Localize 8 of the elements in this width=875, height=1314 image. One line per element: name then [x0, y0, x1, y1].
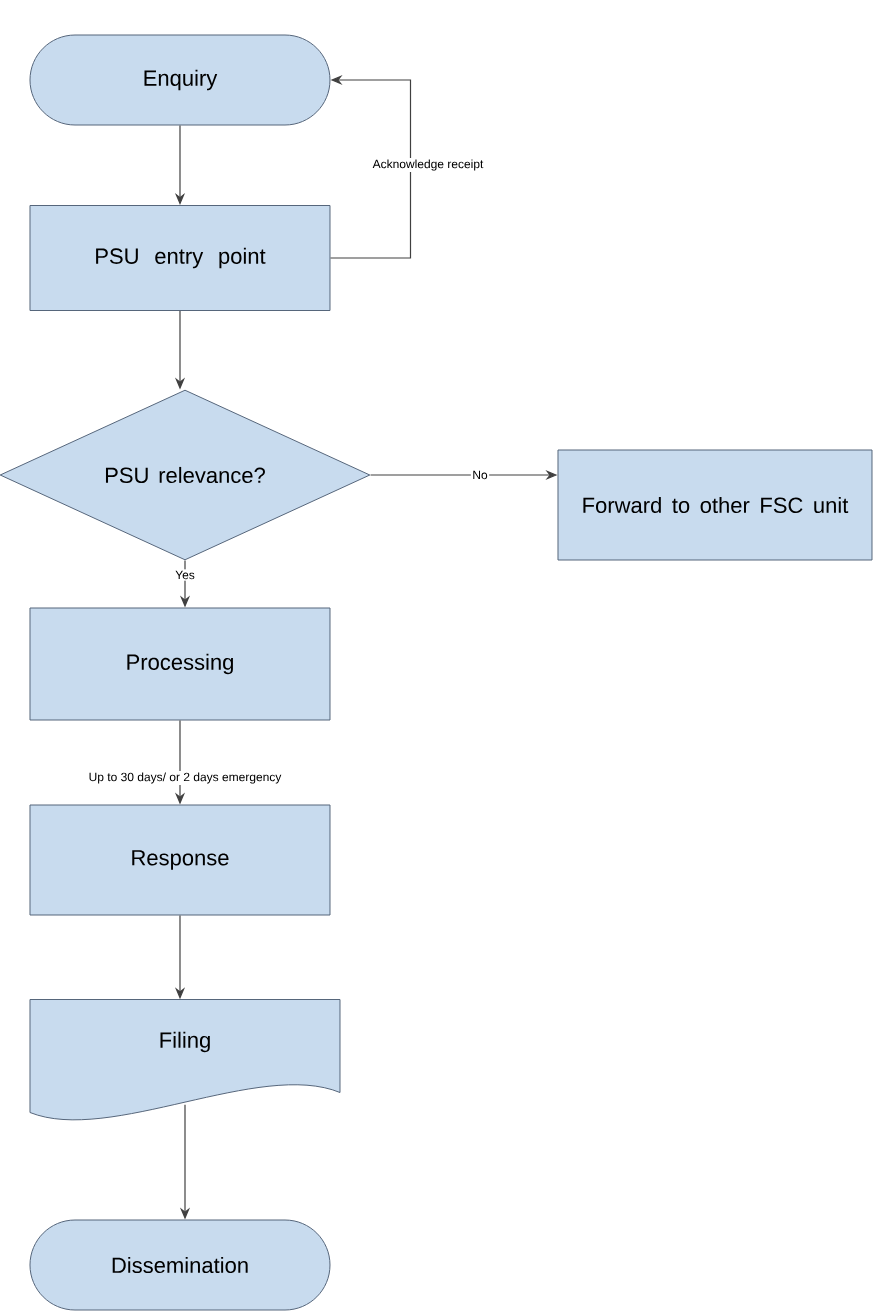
edge-label: Acknowledge receipt — [371, 157, 485, 173]
process-box: Response — [29, 804, 331, 916]
edge-label: Yes — [173, 569, 197, 581]
process-box: PSU entry point — [29, 205, 331, 311]
edge-label: No — [470, 469, 490, 481]
process-box: Processing — [29, 607, 331, 721]
process-box: Forward to other FSC unit — [557, 449, 873, 561]
edge-label: Up to 30 days/ or 2 days emergency — [87, 770, 283, 786]
